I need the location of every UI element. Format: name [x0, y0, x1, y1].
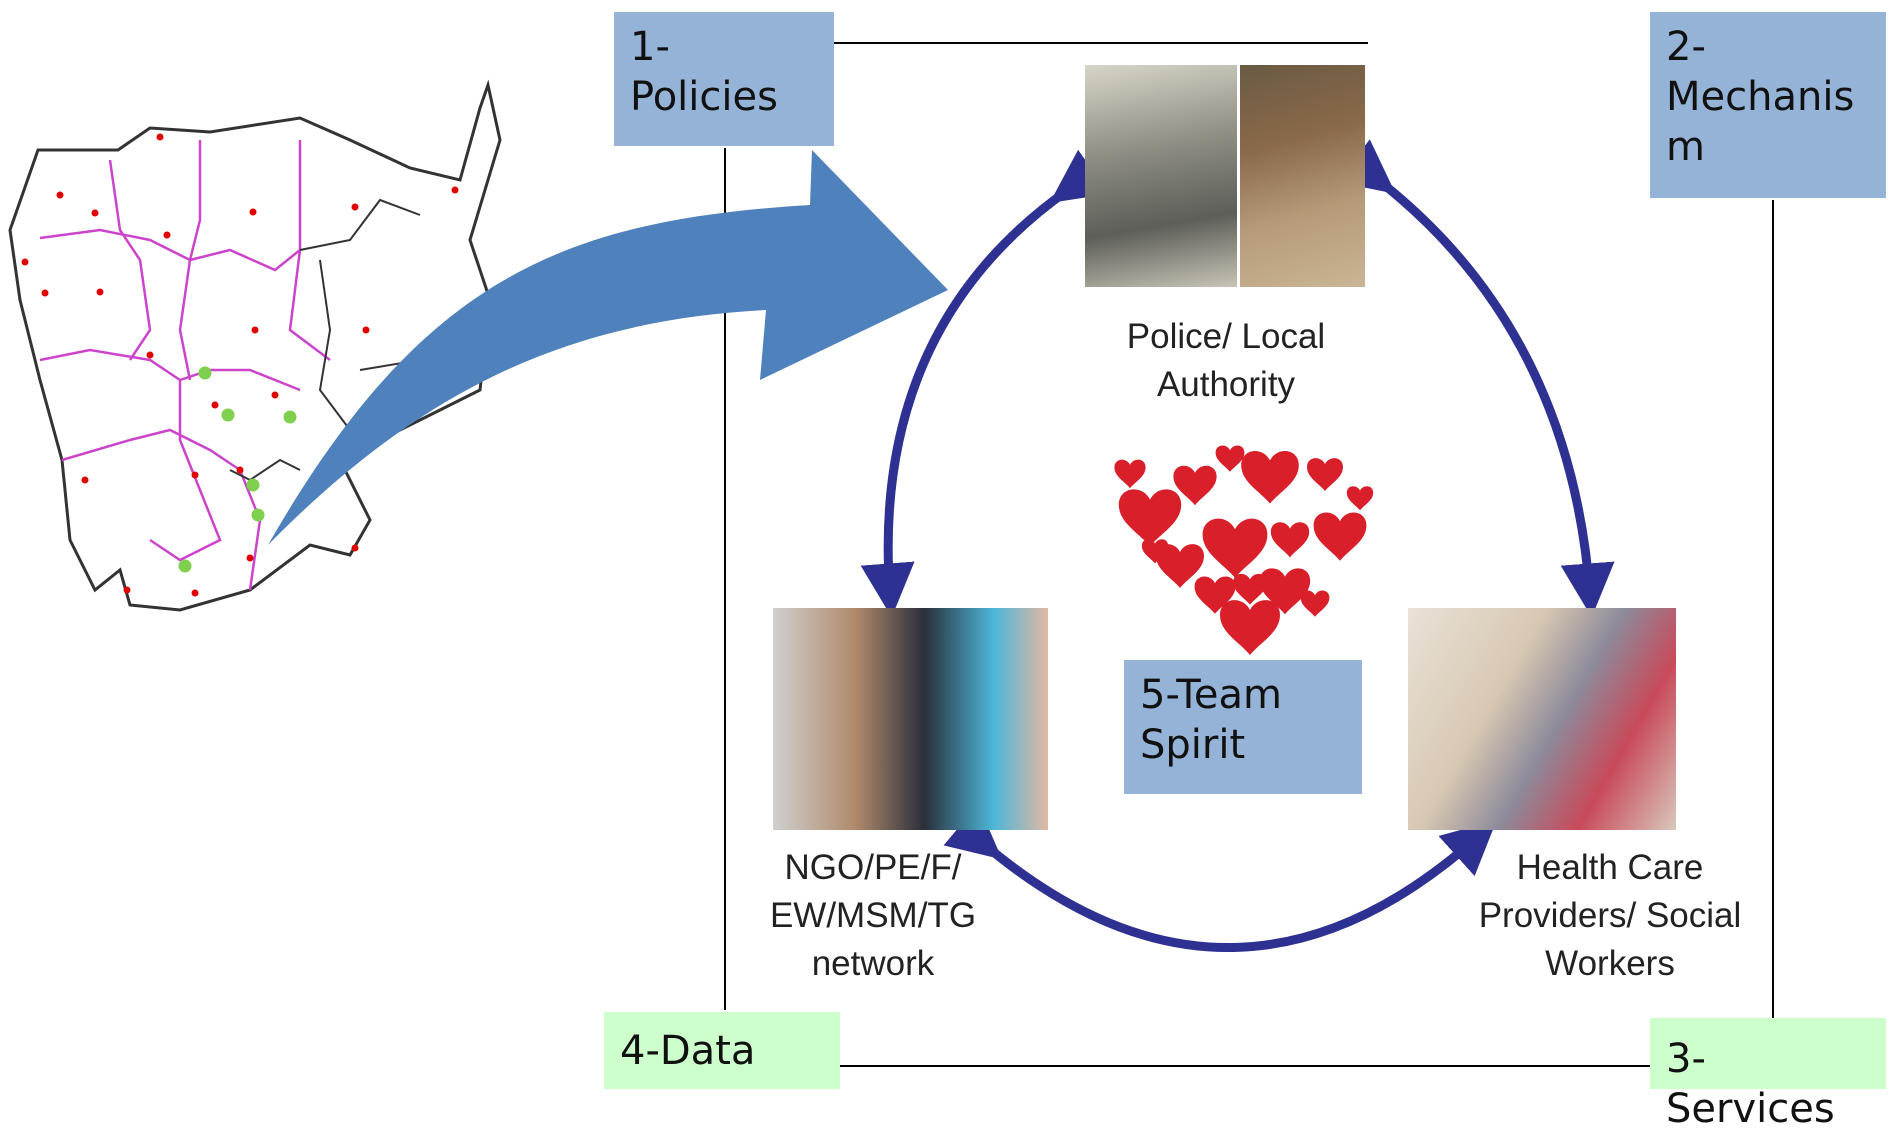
arrow-police-ngo: [860, 149, 1110, 618]
local-authority-photo: [1240, 65, 1365, 287]
caption-ngo-network: NGO/PE/F/ EW/MSM/TG network: [769, 848, 977, 983]
police-photo: [1085, 65, 1237, 287]
caption-health-care-providers: Health Care Providers/ Social Workers: [1478, 848, 1742, 983]
caption-police-local-authority: Police/ Local Authority: [1126, 317, 1326, 404]
arrow-police-health: [1336, 139, 1615, 618]
cambodia-map: [8, 79, 502, 612]
ngo-network-photo: [773, 608, 1048, 830]
pillar-mechanism: 2- Mechanis m: [1650, 12, 1886, 198]
pillar-policies: 1- Policies: [614, 12, 834, 146]
pillar-data: 4-Data: [604, 1012, 840, 1089]
health-care-photo: [1408, 608, 1676, 830]
cycle-arrows: [860, 139, 1615, 953]
arrow-ngo-health: [943, 804, 1497, 953]
pillar-team-spirit: 5-Team Spirit: [1124, 660, 1362, 794]
large-curved-arrow-icon: [268, 150, 948, 545]
pillar-services: 3-Services: [1650, 1018, 1886, 1132]
